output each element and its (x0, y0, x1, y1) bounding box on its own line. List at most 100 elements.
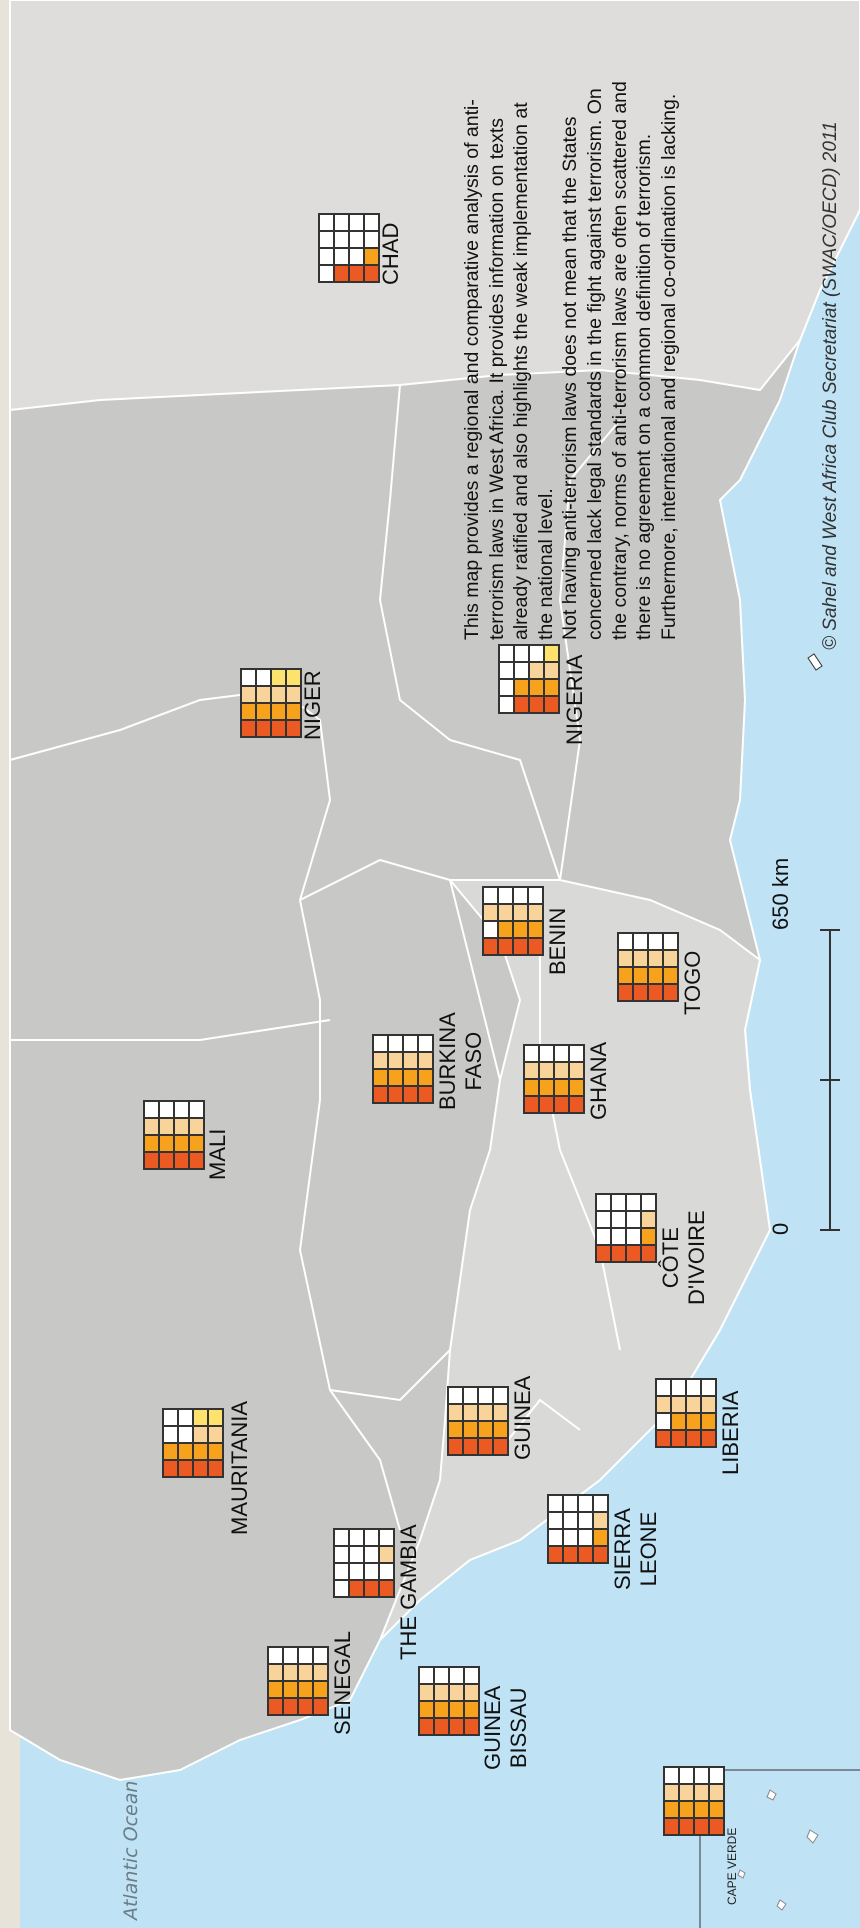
indicator-cell (478, 1387, 493, 1404)
indicator-cell (694, 1767, 709, 1784)
indicator-cell (529, 679, 544, 696)
ocean-label: Atlantic Ocean (120, 1780, 142, 1920)
indicator-cell (686, 1430, 701, 1447)
indicator-cell (656, 1413, 671, 1430)
indicator-cell (334, 265, 349, 282)
indicator-matrix-burkina-faso (372, 1034, 434, 1104)
chad-region (9, 0, 860, 412)
indicator-cell (524, 1096, 539, 1113)
indicator-cell (618, 984, 633, 1001)
indicator-cell (448, 1404, 463, 1421)
indicator-cell (633, 984, 648, 1001)
indicator-cell (514, 679, 529, 696)
indicator-cell (464, 1684, 479, 1701)
indicator-cell (593, 1495, 608, 1512)
indicator-cell (193, 1460, 208, 1477)
indicator-cell (434, 1667, 449, 1684)
indicator-cell (448, 1421, 463, 1438)
indicator-cell (268, 1664, 283, 1681)
indicator-cell (144, 1118, 159, 1135)
indicator-cell (379, 1563, 394, 1580)
indicator-cell (554, 1096, 569, 1113)
indicator-cell (364, 1563, 379, 1580)
indicator-cell (528, 904, 543, 921)
indicator-matrix-chad (318, 213, 380, 283)
indicator-cell (449, 1684, 464, 1701)
indicator-cell (418, 1052, 433, 1069)
indicator-cell (434, 1701, 449, 1718)
indicator-cell (548, 1546, 563, 1563)
indicator-cell (319, 248, 334, 265)
indicator-cell (478, 1438, 493, 1455)
indicator-cell (334, 1580, 349, 1597)
indicator-cell (208, 1443, 223, 1460)
indicator-cell (664, 1818, 679, 1835)
indicator-cell (513, 938, 528, 955)
indicator-matrix-togo (617, 932, 679, 1002)
indicator-cell (364, 1529, 379, 1546)
indicator-cell (596, 1211, 611, 1228)
indicator-cell (241, 686, 256, 703)
indicator-cell (319, 214, 334, 231)
indicator-cell (493, 1404, 508, 1421)
indicator-cell (283, 1647, 298, 1664)
country-label-chad: CHAD (378, 222, 403, 285)
indicator-cell (434, 1684, 449, 1701)
indicator-cell (313, 1681, 328, 1698)
indicator-cell (514, 645, 529, 662)
indicator-cell (163, 1460, 178, 1477)
indicator-cell (548, 1529, 563, 1546)
indicator-cell (548, 1495, 563, 1512)
indicator-cell (364, 231, 379, 248)
indicator-cell (539, 1079, 554, 1096)
country-label-liberia: LIBERIA (718, 1390, 743, 1475)
indicator-cell (626, 1245, 641, 1262)
country-label-the-gambia: THE GAMBIA (396, 1524, 421, 1660)
indicator-cell (529, 696, 544, 713)
indicator-cell (418, 1086, 433, 1103)
indicator-cell (418, 1069, 433, 1086)
indicator-cell (664, 1784, 679, 1801)
indicator-cell (686, 1413, 701, 1430)
indicator-cell (513, 904, 528, 921)
indicator-cell (593, 1512, 608, 1529)
cape-verde-island (766, 1789, 777, 1801)
country-label-mali: MALI (205, 1128, 230, 1180)
indicator-cell (464, 1667, 479, 1684)
indicator-cell (449, 1701, 464, 1718)
indicator-cell (419, 1684, 434, 1701)
indicator-cell (349, 1529, 364, 1546)
indicator-cell (189, 1152, 204, 1169)
indicator-cell (528, 887, 543, 904)
indicator-cell (701, 1396, 716, 1413)
indicator-cell (178, 1426, 193, 1443)
indicator-cell (178, 1460, 193, 1477)
indicator-cell (364, 1546, 379, 1563)
indicator-cell (611, 1211, 626, 1228)
indicator-cell (313, 1664, 328, 1681)
indicator-cell (256, 686, 271, 703)
indicator-cell (499, 696, 514, 713)
indicator-cell (388, 1069, 403, 1086)
indicator-cell (593, 1546, 608, 1563)
indicator-cell (499, 645, 514, 662)
indicator-cell (633, 967, 648, 984)
indicator-cell (241, 703, 256, 720)
indicator-cell (709, 1818, 724, 1835)
indicator-cell (569, 1079, 584, 1096)
indicator-cell (499, 679, 514, 696)
indicator-cell (241, 720, 256, 737)
indicator-cell (286, 703, 301, 720)
indicator-cell (524, 1062, 539, 1079)
indicator-cell (379, 1529, 394, 1546)
indicator-cell (449, 1718, 464, 1735)
indicator-cell (528, 938, 543, 955)
indicator-matrix-benin (482, 886, 544, 956)
indicator-matrix-mali (143, 1100, 205, 1170)
indicator-cell (671, 1379, 686, 1396)
indicator-cell (524, 1045, 539, 1062)
indicator-cell (271, 686, 286, 703)
indicator-cell (174, 1101, 189, 1118)
indicator-cell (373, 1086, 388, 1103)
indicator-cell (663, 984, 678, 1001)
